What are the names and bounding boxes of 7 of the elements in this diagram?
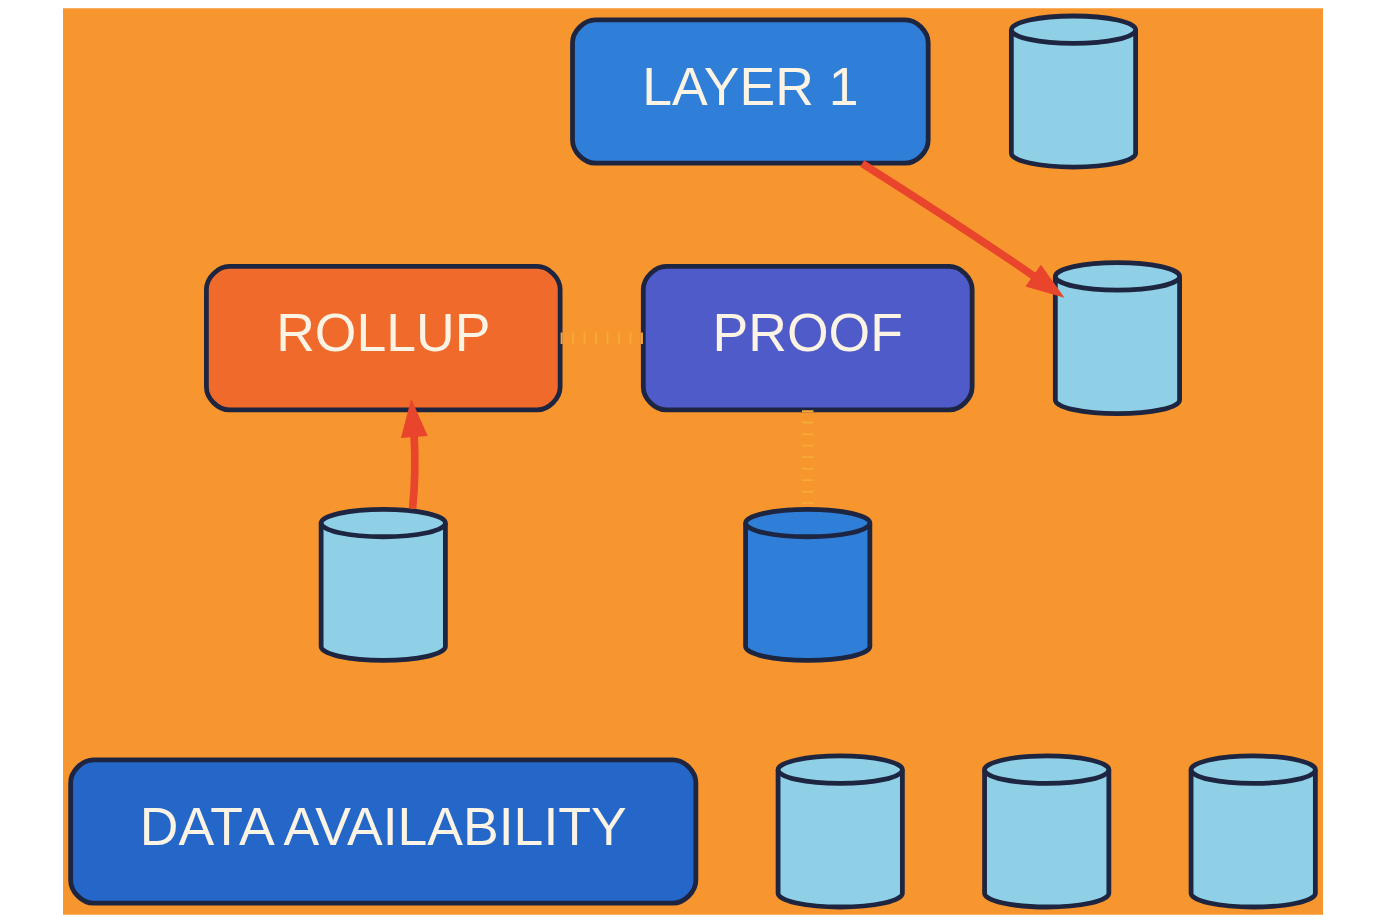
connector [560,332,644,344]
node-box: ROLLUP [204,264,563,413]
arrow [860,160,1065,298]
node-box: PROOF [640,264,975,413]
arrow [400,398,428,509]
node-box: LAYER 1 [570,17,931,166]
node-box: DATA AVAILABILITY [68,757,699,906]
